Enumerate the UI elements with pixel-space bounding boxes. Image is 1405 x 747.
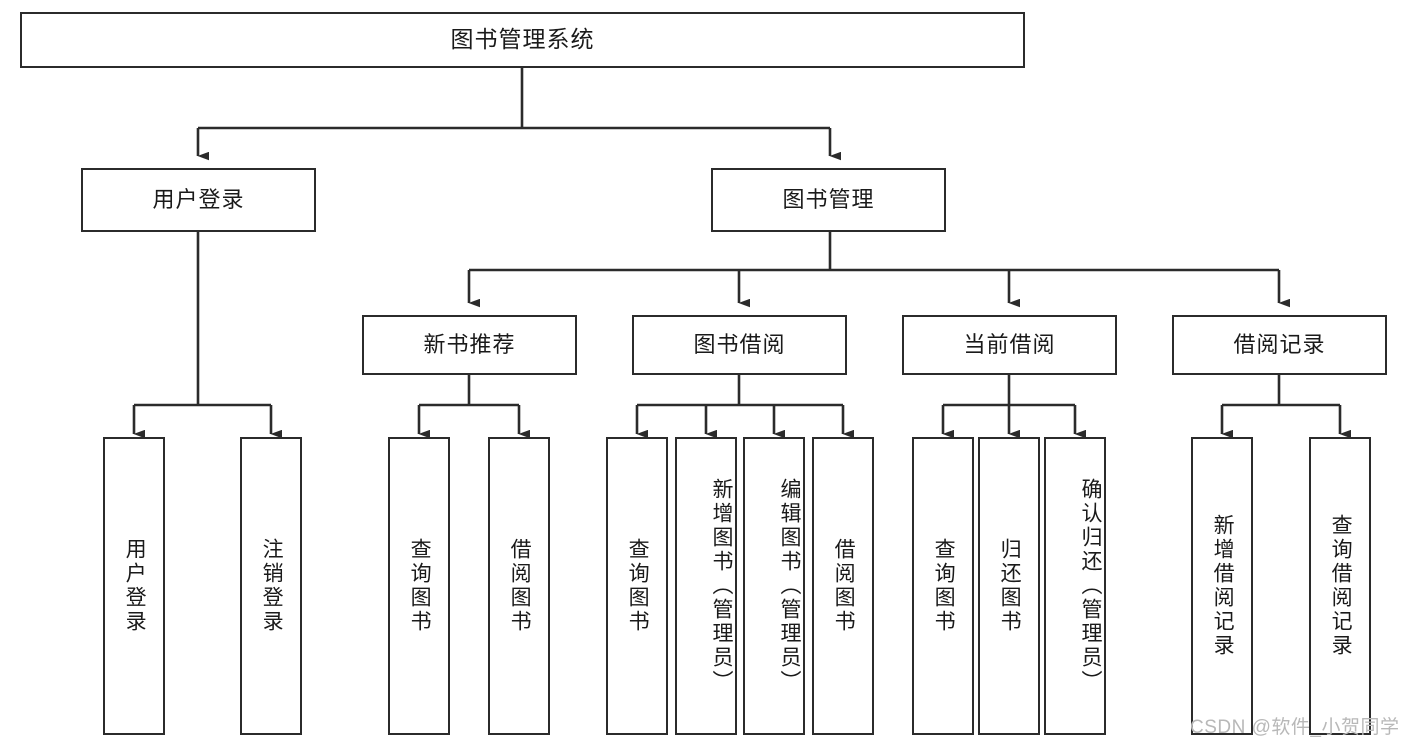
leaf-add-book-admin[interactable]: 新增图书（管理员）: [675, 437, 737, 735]
leaf-label: 借阅图书: [832, 538, 856, 634]
leaf-label: 新增借阅记录: [1211, 514, 1235, 658]
leaf-label: 查询图书: [408, 538, 432, 634]
leaf-label: 新增图书（管理员）: [710, 478, 733, 694]
node-new-book-recommend[interactable]: 新书推荐: [362, 315, 577, 375]
leaf-query-book-borrow[interactable]: 查询图书: [606, 437, 668, 735]
node-borrow-record[interactable]: 借阅记录: [1172, 315, 1387, 375]
leaf-logout-login[interactable]: 注销登录: [240, 437, 302, 735]
leaf-label: 查询借阅记录: [1329, 514, 1353, 658]
leaf-query-borrow-record[interactable]: 查询借阅记录: [1309, 437, 1371, 735]
leaf-label: 借阅图书: [508, 538, 532, 634]
leaf-add-borrow-record[interactable]: 新增借阅记录: [1191, 437, 1253, 735]
leaf-query-book-current[interactable]: 查询图书: [912, 437, 974, 735]
csdn-watermark: CSDN @软件_小贺同学: [1190, 717, 1400, 738]
node-book-borrow[interactable]: 图书借阅: [632, 315, 847, 375]
node-root-system[interactable]: 图书管理系统: [20, 12, 1025, 68]
leaf-label: 归还图书: [998, 538, 1022, 634]
leaf-label: 注销登录: [260, 538, 284, 634]
leaf-borrow-book-borrow[interactable]: 借阅图书: [812, 437, 874, 735]
leaf-borrow-book-recommend[interactable]: 借阅图书: [488, 437, 550, 735]
leaf-label: 编辑图书（管理员）: [778, 478, 801, 694]
leaf-label: 查询图书: [626, 538, 650, 634]
node-user-login[interactable]: 用户登录: [81, 168, 316, 232]
leaf-return-book[interactable]: 归还图书: [978, 437, 1040, 735]
leaf-user-login[interactable]: 用户登录: [103, 437, 165, 735]
leaf-label: 用户登录: [123, 538, 147, 634]
node-book-management[interactable]: 图书管理: [711, 168, 946, 232]
leaf-edit-book-admin[interactable]: 编辑图书（管理员）: [743, 437, 805, 735]
leaf-label: 确认归还（管理员）: [1079, 478, 1102, 694]
leaf-label: 查询图书: [932, 538, 956, 634]
leaf-query-book-recommend[interactable]: 查询图书: [388, 437, 450, 735]
leaf-confirm-return-admin[interactable]: 确认归还（管理员）: [1044, 437, 1106, 735]
node-current-borrow[interactable]: 当前借阅: [902, 315, 1117, 375]
